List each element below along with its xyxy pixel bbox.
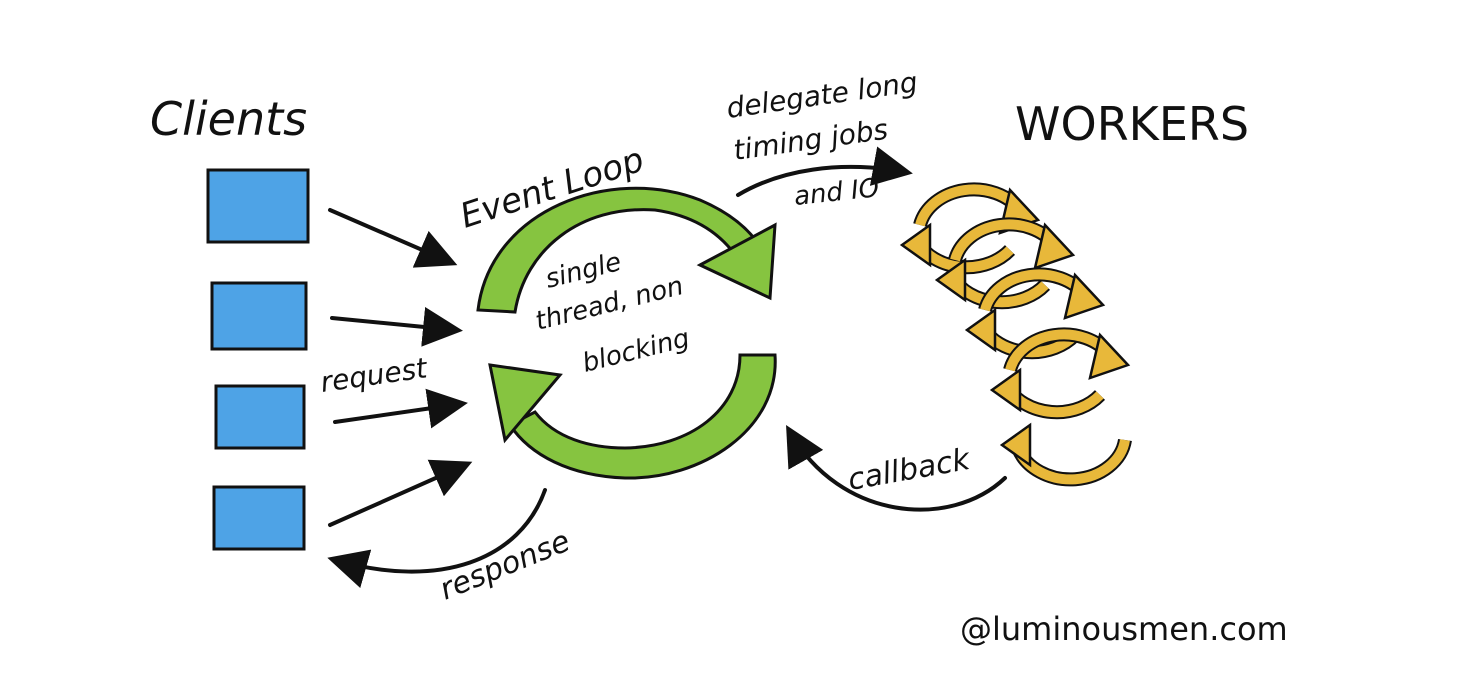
event-loop-upper-arrowhead	[696, 222, 777, 301]
callback-arrow	[786, 425, 1007, 512]
client-box-1	[206, 168, 310, 244]
worker-cycle-4	[989, 327, 1131, 420]
delegate-line-3: and IO	[793, 173, 881, 212]
clients-title: Clients	[150, 92, 307, 146]
event-loop-lower-arrowhead	[488, 363, 563, 444]
worker-cycles	[899, 182, 1132, 487]
single-thread-line-3: blocking	[579, 323, 692, 379]
client-box-2	[210, 281, 308, 351]
single-thread-note: single thread, non blocking	[532, 247, 692, 379]
worker-cycle-2	[934, 217, 1076, 310]
client-box-4	[212, 485, 306, 551]
credit-text: @luminousmen.com	[960, 610, 1288, 648]
client-box-3	[214, 384, 306, 450]
worker-cycle-3	[964, 267, 1106, 360]
event-loop-cycle	[476, 186, 777, 480]
response-label: response	[435, 524, 575, 608]
workers-title: WORKERS	[1015, 97, 1249, 151]
worker-cycle-5	[999, 422, 1132, 487]
request-label: request	[318, 351, 430, 399]
delegate-note: delegate long timing jobs and IO	[724, 65, 919, 211]
response-arrow	[327, 488, 547, 589]
request-arrows	[328, 208, 473, 527]
client-boxes	[206, 168, 310, 551]
delegate-line-1: delegate long	[724, 65, 919, 124]
delegate-arrow	[736, 146, 913, 197]
callback-label: callback	[845, 442, 974, 498]
